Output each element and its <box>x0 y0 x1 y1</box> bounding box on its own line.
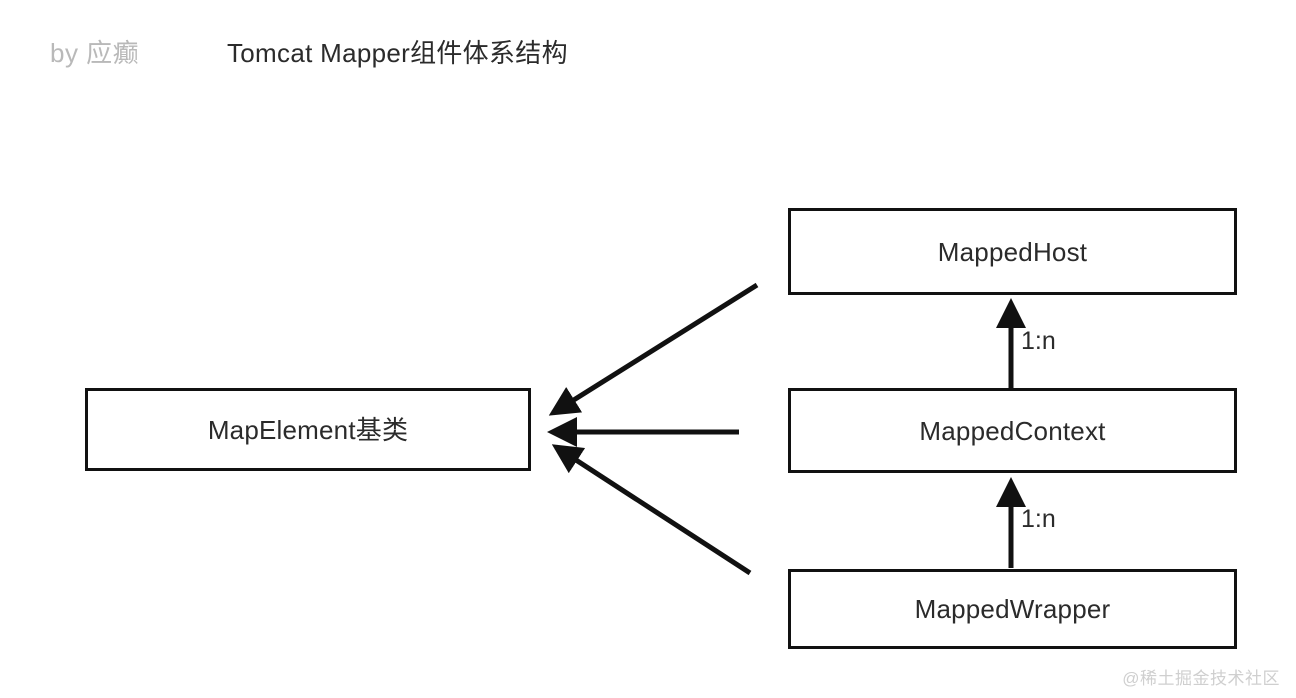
node-mappedhost-label: MappedHost <box>937 236 1088 267</box>
edge-mappedhost-to-mapelement <box>548 282 759 416</box>
node-mapelement-label: MapElement基类 <box>207 414 409 445</box>
edge-mappedwrapper-to-mapelement <box>551 444 752 576</box>
node-mappedhost[interactable]: MappedHost <box>788 208 1237 295</box>
node-mappedwrapper-label: MappedWrapper <box>914 594 1111 624</box>
watermark: @稀土掘金技术社区 <box>1122 669 1280 688</box>
page-title: Tomcat Mapper组件体系结构 <box>227 38 568 68</box>
node-mappedcontext[interactable]: MappedContext <box>788 388 1237 473</box>
node-mappedcontext-label: MappedContext <box>919 415 1106 446</box>
author-byline: by 应癫 <box>50 38 140 68</box>
edge-label-host-context: 1:n <box>1021 327 1056 355</box>
node-mappedwrapper[interactable]: MappedWrapper <box>788 569 1237 649</box>
edge-label-context-wrapper: 1:n <box>1021 505 1056 533</box>
node-mapelement[interactable]: MapElement基类 <box>85 388 531 471</box>
